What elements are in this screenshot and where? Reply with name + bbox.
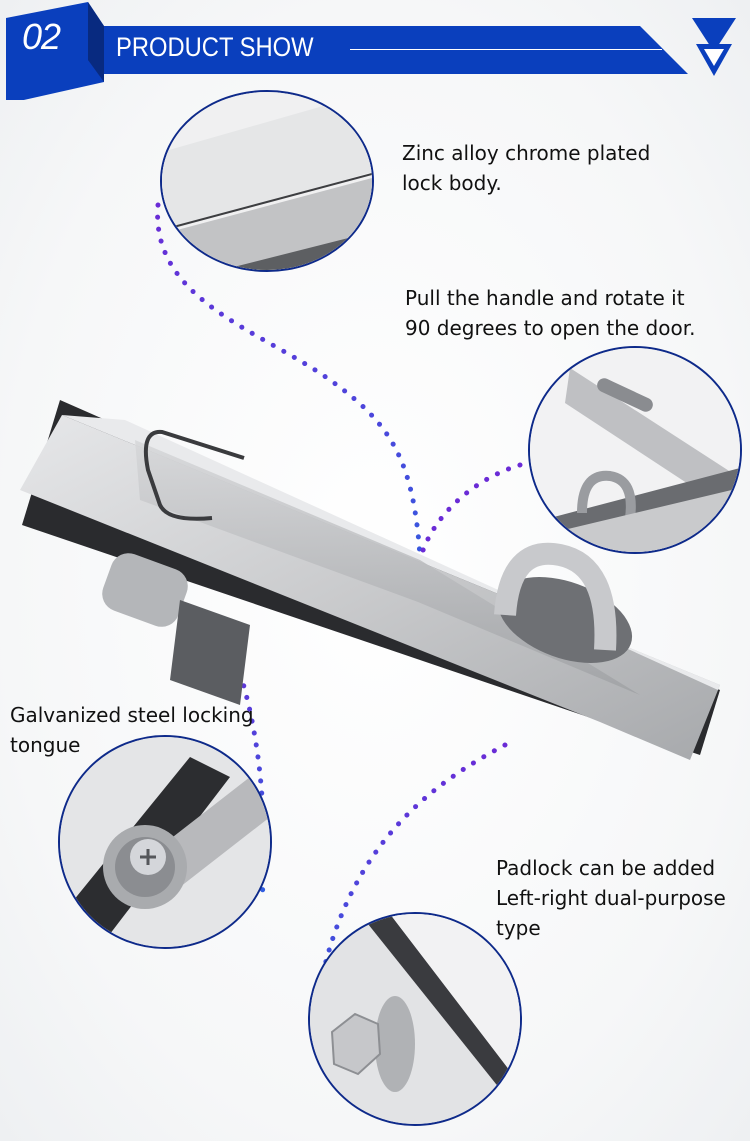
section-header-banner: 02 PRODUCT SHOW xyxy=(0,0,750,100)
callout-line: Zinc alloy chrome plated xyxy=(402,141,651,165)
callout-lock-body: Zinc alloy chrome plated lock body. xyxy=(402,138,650,198)
callout-line: Left-right dual-purpose xyxy=(496,886,726,910)
callout-line: Galvanized steel locking xyxy=(10,703,254,727)
zoom-circle-lock-body xyxy=(160,90,374,272)
callout-line: Pull the handle and rotate it xyxy=(405,286,685,310)
banner-shape xyxy=(6,2,688,100)
callout-tongue: Galvanized steel locking tongue xyxy=(10,700,254,760)
callout-handle: Pull the handle and rotate it 90 degrees… xyxy=(405,283,695,343)
callout-line: Padlock can be added xyxy=(496,856,716,880)
title-divider-line xyxy=(350,49,662,50)
callout-line: 90 degrees to open the door. xyxy=(405,316,696,340)
callout-line: tongue xyxy=(10,733,81,757)
callout-line: type xyxy=(496,916,541,940)
double-triangle-v-logo-icon xyxy=(690,18,738,78)
zoom-circle-tongue xyxy=(58,735,272,949)
zoom-circle-padlock xyxy=(308,912,522,1126)
zoom-circle-handle xyxy=(528,346,742,554)
section-number: 02 xyxy=(22,16,61,57)
callout-line: lock body. xyxy=(402,171,502,195)
callout-padlock: Padlock can be added Left-right dual-pur… xyxy=(496,853,726,943)
section-title: PRODUCT SHOW xyxy=(116,32,314,62)
